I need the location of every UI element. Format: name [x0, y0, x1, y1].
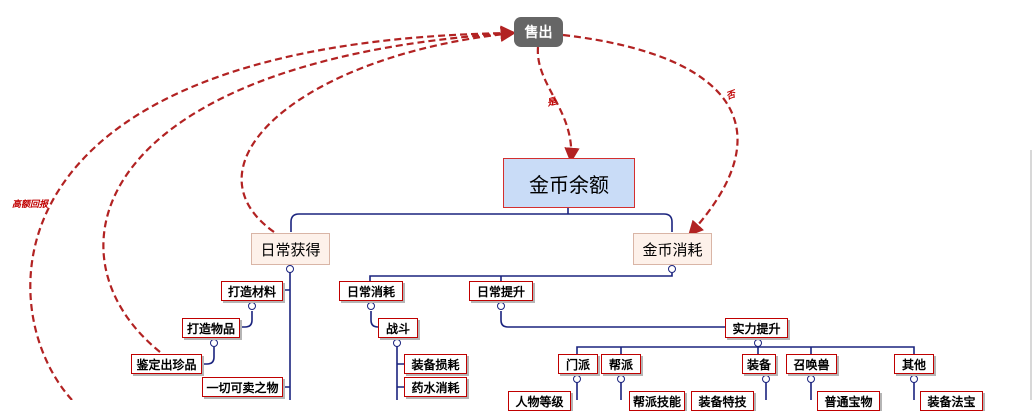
- node-partial-guild-skill[interactable]: 帮派技能: [629, 391, 685, 411]
- node-summon-beast[interactable]: 召唤兽: [786, 354, 837, 374]
- collapse-toggle[interactable]: [573, 375, 581, 383]
- node-daily-improve[interactable]: 日常提升: [469, 281, 533, 301]
- node-partial-equip-stunt[interactable]: 装备特技: [691, 391, 754, 411]
- collapse-toggle[interactable]: [367, 302, 375, 310]
- node-sect[interactable]: 门派: [558, 354, 598, 374]
- edge-label-high-return: 高额回报: [12, 200, 49, 210]
- connector-root-to-branches: [290, 208, 673, 232]
- collapse-toggle[interactable]: [248, 302, 256, 310]
- collapse-toggle[interactable]: [754, 339, 762, 347]
- node-sell[interactable]: 售出: [514, 17, 563, 47]
- connector-spend-children: [369, 273, 673, 281]
- node-daily-consume[interactable]: 日常消耗: [339, 281, 403, 301]
- collapse-toggle[interactable]: [210, 339, 218, 347]
- node-power-up[interactable]: 实力提升: [725, 318, 788, 338]
- node-partial-character-level[interactable]: 人物等级: [508, 391, 571, 411]
- arrow-appraise-to-sell: [102, 26, 517, 353]
- mindmap-connectors: [29, 25, 918, 400]
- node-appraise-treasure[interactable]: 鉴定出珍品: [131, 354, 202, 374]
- node-daily-gain[interactable]: 日常获得: [251, 233, 330, 265]
- connector-daily-consume: [370, 300, 404, 400]
- node-all-sellable[interactable]: 一切可卖之物: [202, 377, 283, 397]
- connector-power-children: [576, 337, 915, 354]
- node-potion-consume[interactable]: 药水消耗: [404, 377, 467, 397]
- collapse-toggle[interactable]: [286, 265, 294, 273]
- collapse-toggle[interactable]: [393, 339, 401, 347]
- node-craft-material[interactable]: 打造材料: [221, 281, 283, 301]
- arrow-sell-to-balance-yes: [536, 46, 580, 164]
- collapse-toggle[interactable]: [497, 302, 505, 310]
- collapse-toggle[interactable]: [807, 375, 815, 383]
- arrow-sell-to-spend-no: [562, 33, 739, 237]
- node-battle[interactable]: 战斗: [378, 318, 418, 338]
- node-equipment[interactable]: 装备: [742, 354, 776, 374]
- connector-partial-children: [576, 373, 915, 400]
- collapse-toggle[interactable]: [668, 265, 676, 273]
- vertical-scrollbar[interactable]: [1030, 150, 1032, 400]
- node-craft-item[interactable]: 打造物品: [182, 318, 240, 338]
- collapse-toggle[interactable]: [910, 375, 918, 383]
- node-guild[interactable]: 帮派: [601, 354, 641, 374]
- node-equip-wear[interactable]: 装备损耗: [404, 354, 467, 374]
- node-gold-spend[interactable]: 金币消耗: [633, 233, 712, 265]
- node-other[interactable]: 其他: [894, 354, 934, 374]
- connector-craft-chain: [202, 289, 290, 388]
- node-root-gold-balance[interactable]: 金币余额: [503, 158, 635, 208]
- node-partial-equip-magic[interactable]: 装备法宝: [920, 391, 983, 411]
- arrow-daily-gain-to-sell: [240, 26, 517, 233]
- arrow-high-return-to-sell: [29, 25, 517, 400]
- collapse-toggle[interactable]: [762, 375, 770, 383]
- collapse-toggle[interactable]: [617, 375, 625, 383]
- node-partial-common-treasure[interactable]: 普通宝物: [817, 391, 880, 411]
- connector-power-up: [500, 300, 725, 328]
